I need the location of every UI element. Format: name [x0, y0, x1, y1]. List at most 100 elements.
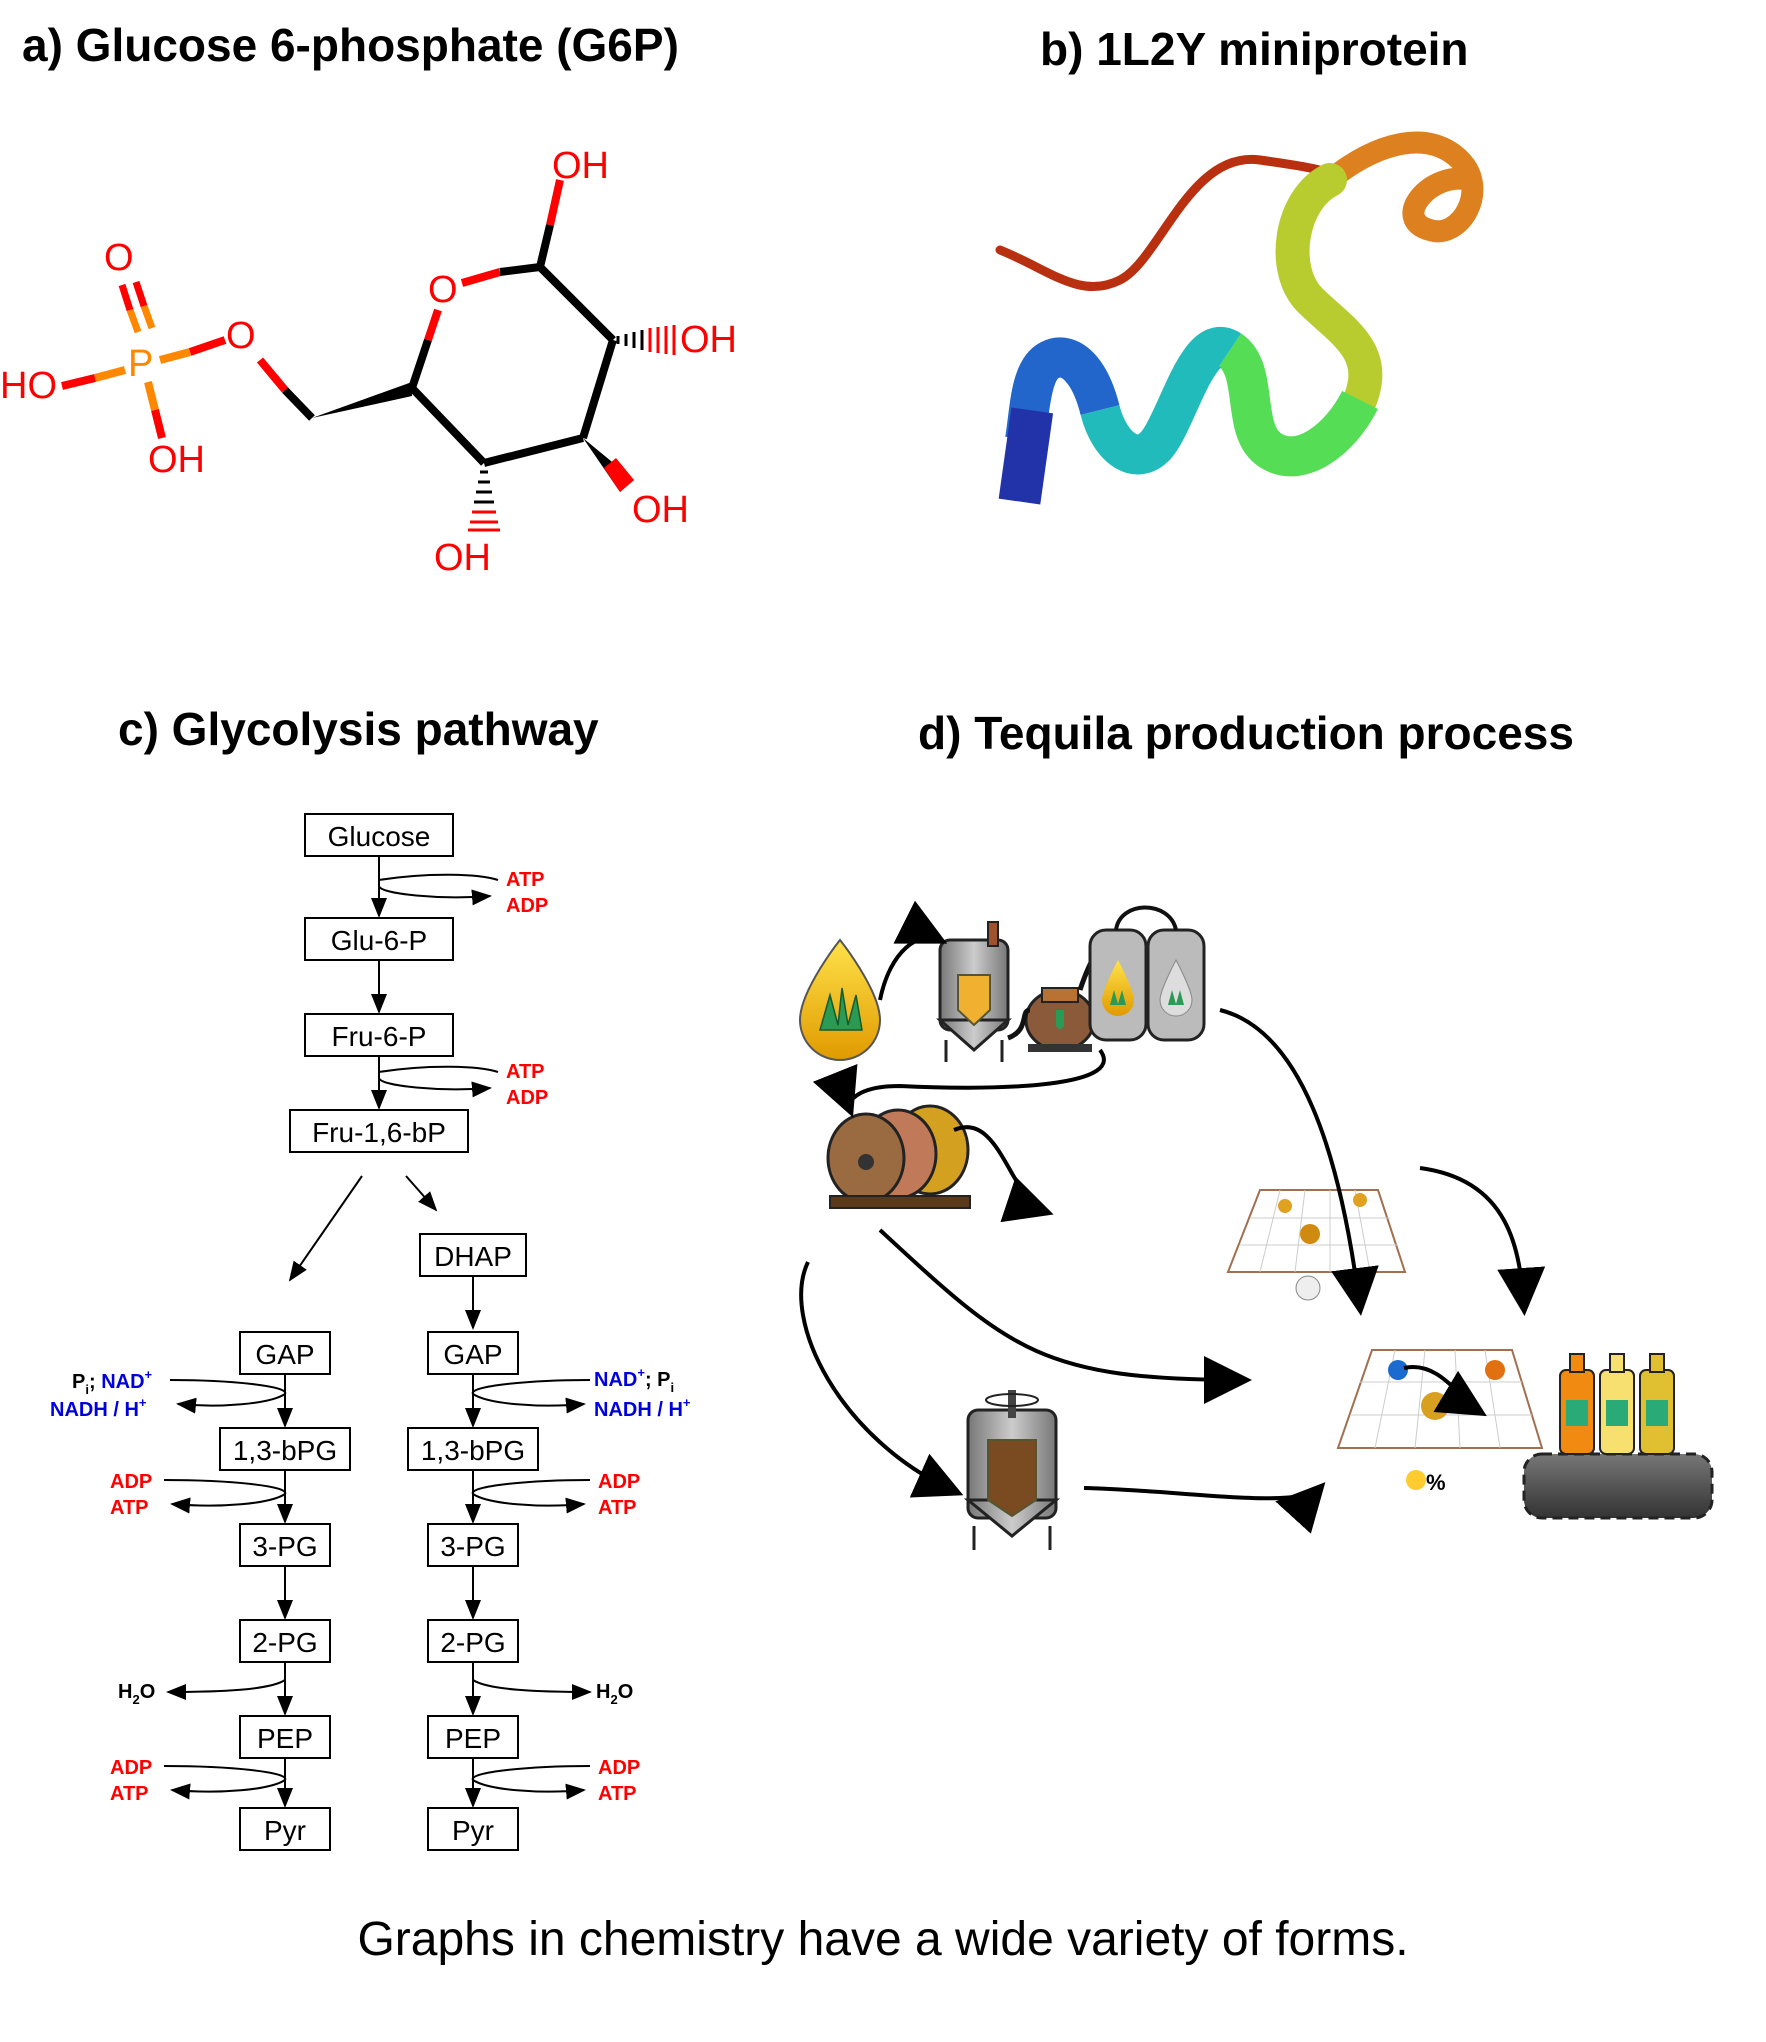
abv-icon: % — [1406, 1470, 1446, 1495]
svg-text:1,3-bPG: 1,3-bPG — [421, 1435, 525, 1466]
cof-atp-left-1: ATP — [110, 1497, 149, 1519]
glycolysis-diagram: Glucose Glu-6-P Fru-6-P Fru-1,6-bP DHAP … — [50, 813, 691, 1851]
pipe — [1006, 1007, 1031, 1041]
svg-text:Fru-6-P: Fru-6-P — [332, 1021, 427, 1052]
cofactor-loop — [163, 1479, 287, 1514]
node-glu6p: Glu-6-P — [304, 917, 454, 961]
node-3pg-right: 3-PG — [427, 1523, 519, 1567]
cof-nad-right: NAD+; Pi — [594, 1365, 674, 1395]
svg-text:Pyr: Pyr — [264, 1815, 306, 1846]
bond — [144, 381, 159, 411]
cofactor-loop — [378, 1065, 498, 1090]
hashed-bond — [616, 325, 676, 355]
panel-d-title: d) Tequila production process — [918, 707, 1574, 759]
cof-adp-right-1: ADP — [598, 1471, 640, 1493]
bond — [158, 348, 192, 364]
atom-oh-lower-right: OH — [632, 489, 689, 531]
svg-text:Glu-6-P: Glu-6-P — [331, 925, 427, 956]
helix-coil-2 — [1080, 327, 1242, 475]
cof-adp-1: ADP — [506, 895, 548, 917]
flow-arrow — [1403, 1364, 1487, 1417]
node-bpg-right: 1,3-bPG — [407, 1427, 539, 1471]
agave-drop-icon — [798, 938, 882, 1061]
node-fru16bp: Fru-1,6-bP — [289, 1109, 469, 1153]
node-gap-left: GAP — [239, 1331, 331, 1375]
bond — [188, 336, 227, 356]
bond — [579, 338, 617, 440]
bond — [61, 374, 96, 390]
panel-c-title: c) Glycolysis pathway — [118, 703, 599, 755]
bond — [256, 357, 289, 393]
wedge-bond — [604, 458, 634, 492]
svg-text:Pyr: Pyr — [452, 1815, 494, 1846]
cof-atp-right-1: ATP — [598, 1497, 637, 1519]
atom-p-o: O — [104, 237, 134, 279]
tequila-process-diagram: % — [798, 900, 1714, 1550]
cof-h2o-right: H2O — [596, 1681, 633, 1707]
cof-adp-right-2: ADP — [598, 1757, 640, 1779]
cof-atp-1: ATP — [506, 869, 545, 891]
cofactor-loop — [169, 1379, 287, 1414]
node-pyr-left: Pyr — [239, 1807, 331, 1851]
bond — [118, 283, 134, 312]
flow-arrow — [878, 900, 948, 1001]
bottles-icon — [1559, 1353, 1675, 1455]
cof-atp-2: ATP — [506, 1061, 545, 1083]
coil-tail — [995, 154, 1345, 292]
node-gap-right: GAP — [427, 1331, 519, 1375]
figure-caption: Graphs in chemistry have a wide variety … — [357, 1913, 1409, 1966]
protein-ribbon — [995, 131, 1484, 505]
svg-text:GAP: GAP — [443, 1339, 502, 1370]
atom-p: P — [128, 343, 153, 385]
bond — [140, 304, 156, 330]
svg-text:PEP: PEP — [445, 1723, 501, 1754]
cooker-tank-icon — [936, 921, 1012, 1062]
helix-c-terminus — [998, 407, 1054, 505]
node-3pg-left: 3-PG — [239, 1523, 331, 1567]
cof-adp-left-2: ADP — [110, 1757, 152, 1779]
svg-text:2-PG: 2-PG — [252, 1627, 317, 1658]
tasting-grid-2 — [1336, 1349, 1544, 1449]
tasting-grid-1 — [1226, 1189, 1407, 1301]
svg-text:2-PG: 2-PG — [440, 1627, 505, 1658]
helix-coil-1 — [1216, 333, 1378, 477]
bond — [537, 264, 616, 343]
atom-ho-left: HO — [0, 365, 57, 407]
cof-atp-left-2: ATP — [110, 1783, 149, 1805]
bond — [424, 308, 442, 342]
barrels-icon — [826, 1104, 971, 1209]
still-icon — [1024, 987, 1096, 1052]
atom-oh-bottom: OH — [434, 537, 491, 579]
helix-descent — [1275, 163, 1383, 417]
flow-arrow — [1083, 1482, 1326, 1534]
cof-atp-right-2: ATP — [598, 1783, 637, 1805]
cofactor-loop — [378, 873, 498, 898]
node-2pg-right: 2-PG — [427, 1619, 519, 1663]
flow-arrow — [799, 1261, 964, 1498]
atom-oh-right: OH — [680, 319, 737, 361]
node-pyr-right: Pyr — [427, 1807, 519, 1851]
svg-text:3-PG: 3-PG — [440, 1531, 505, 1562]
bond — [93, 366, 127, 382]
node-2pg-left: 2-PG — [239, 1619, 331, 1663]
cofactor-loop — [471, 1765, 591, 1800]
atom-oh-top: OH — [552, 145, 609, 187]
cofactor-loop — [163, 1765, 287, 1800]
node-dhap: DHAP — [419, 1233, 527, 1277]
arrow — [405, 1175, 438, 1212]
bond — [408, 338, 432, 390]
bond — [546, 179, 564, 226]
bond — [483, 434, 584, 467]
bond — [499, 263, 541, 276]
bond — [126, 308, 142, 334]
hashed-bond — [468, 470, 500, 532]
flow-arrow — [1219, 1008, 1379, 1316]
twin-tanks-icon — [1088, 905, 1206, 1042]
node-fru6p: Fru-6-P — [304, 1013, 454, 1057]
flow-arrow — [1419, 1166, 1546, 1316]
cof-h2o-left: H2O — [118, 1681, 155, 1707]
flow-arrow — [953, 1125, 1054, 1223]
bond — [536, 224, 554, 268]
water-arrow — [472, 1679, 592, 1700]
panel-b-title: b) 1L2Y miniprotein — [1040, 23, 1469, 75]
